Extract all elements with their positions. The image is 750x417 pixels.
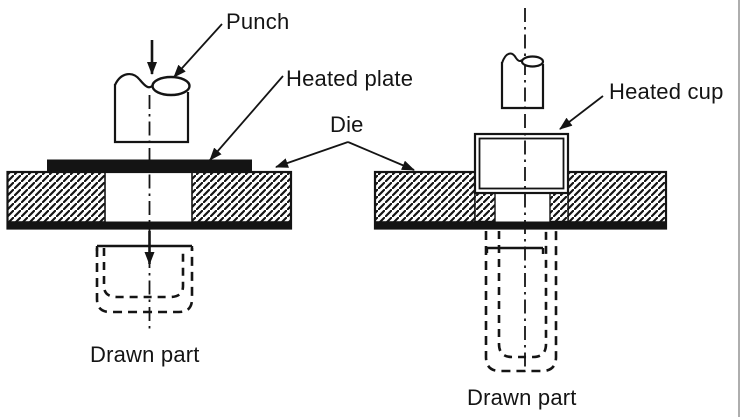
right-die-hatch-right: [567, 171, 667, 223]
die-leader-arrow-right-icon: [347, 141, 415, 171]
heated-cup-outer-wall: [473, 132, 570, 195]
left-punch-top-ellipse: [151, 75, 191, 97]
drawn-part-left-label: Drawn part: [90, 342, 200, 367]
right-drawn-part-inner-wall: [497, 231, 548, 359]
left-drawn-part-outer-wall: [95, 248, 194, 314]
right-punch-top-ellipse: [520, 55, 545, 68]
die-leader-arrow-left-icon: [275, 141, 349, 168]
die-label: Die: [330, 112, 364, 137]
right-die-step-left: [474, 192, 496, 223]
right-drawn-part-outer-wall: [484, 231, 558, 373]
right-die-step-right: [549, 192, 569, 223]
heated-plate-label: Heated plate: [286, 66, 414, 91]
heated-cup-label: Heated cup: [609, 79, 724, 104]
right-punch-body: [500, 62, 545, 110]
left-die-bottom-strip: [7, 221, 291, 229]
drawn-part-right-label: Drawn part: [467, 385, 577, 410]
left-drawn-part-inner-wall: [102, 248, 185, 299]
heated-plate-leader-arrow-icon: [209, 75, 284, 161]
left-die-hatch-left: [6, 171, 106, 223]
heated-plate: [47, 159, 252, 173]
right-die-bottom-strip: [375, 221, 666, 229]
left-drawn-part: [95, 244, 194, 314]
right-punch-break-line: [501, 52, 523, 64]
heated-cup-inner-wall: [478, 137, 565, 190]
punch-leader-arrow-icon: [173, 23, 223, 78]
heated-cup: [473, 132, 570, 195]
heated-cup-leader-arrow-icon: [559, 95, 604, 130]
left-punch-body: [113, 84, 190, 144]
left-die-hatch-right: [191, 171, 292, 223]
right-die-hatch-left: [374, 171, 476, 223]
right-drawn-part: [484, 231, 558, 373]
punch-label: Punch: [226, 9, 290, 34]
left-punch-break-line: [114, 73, 154, 89]
